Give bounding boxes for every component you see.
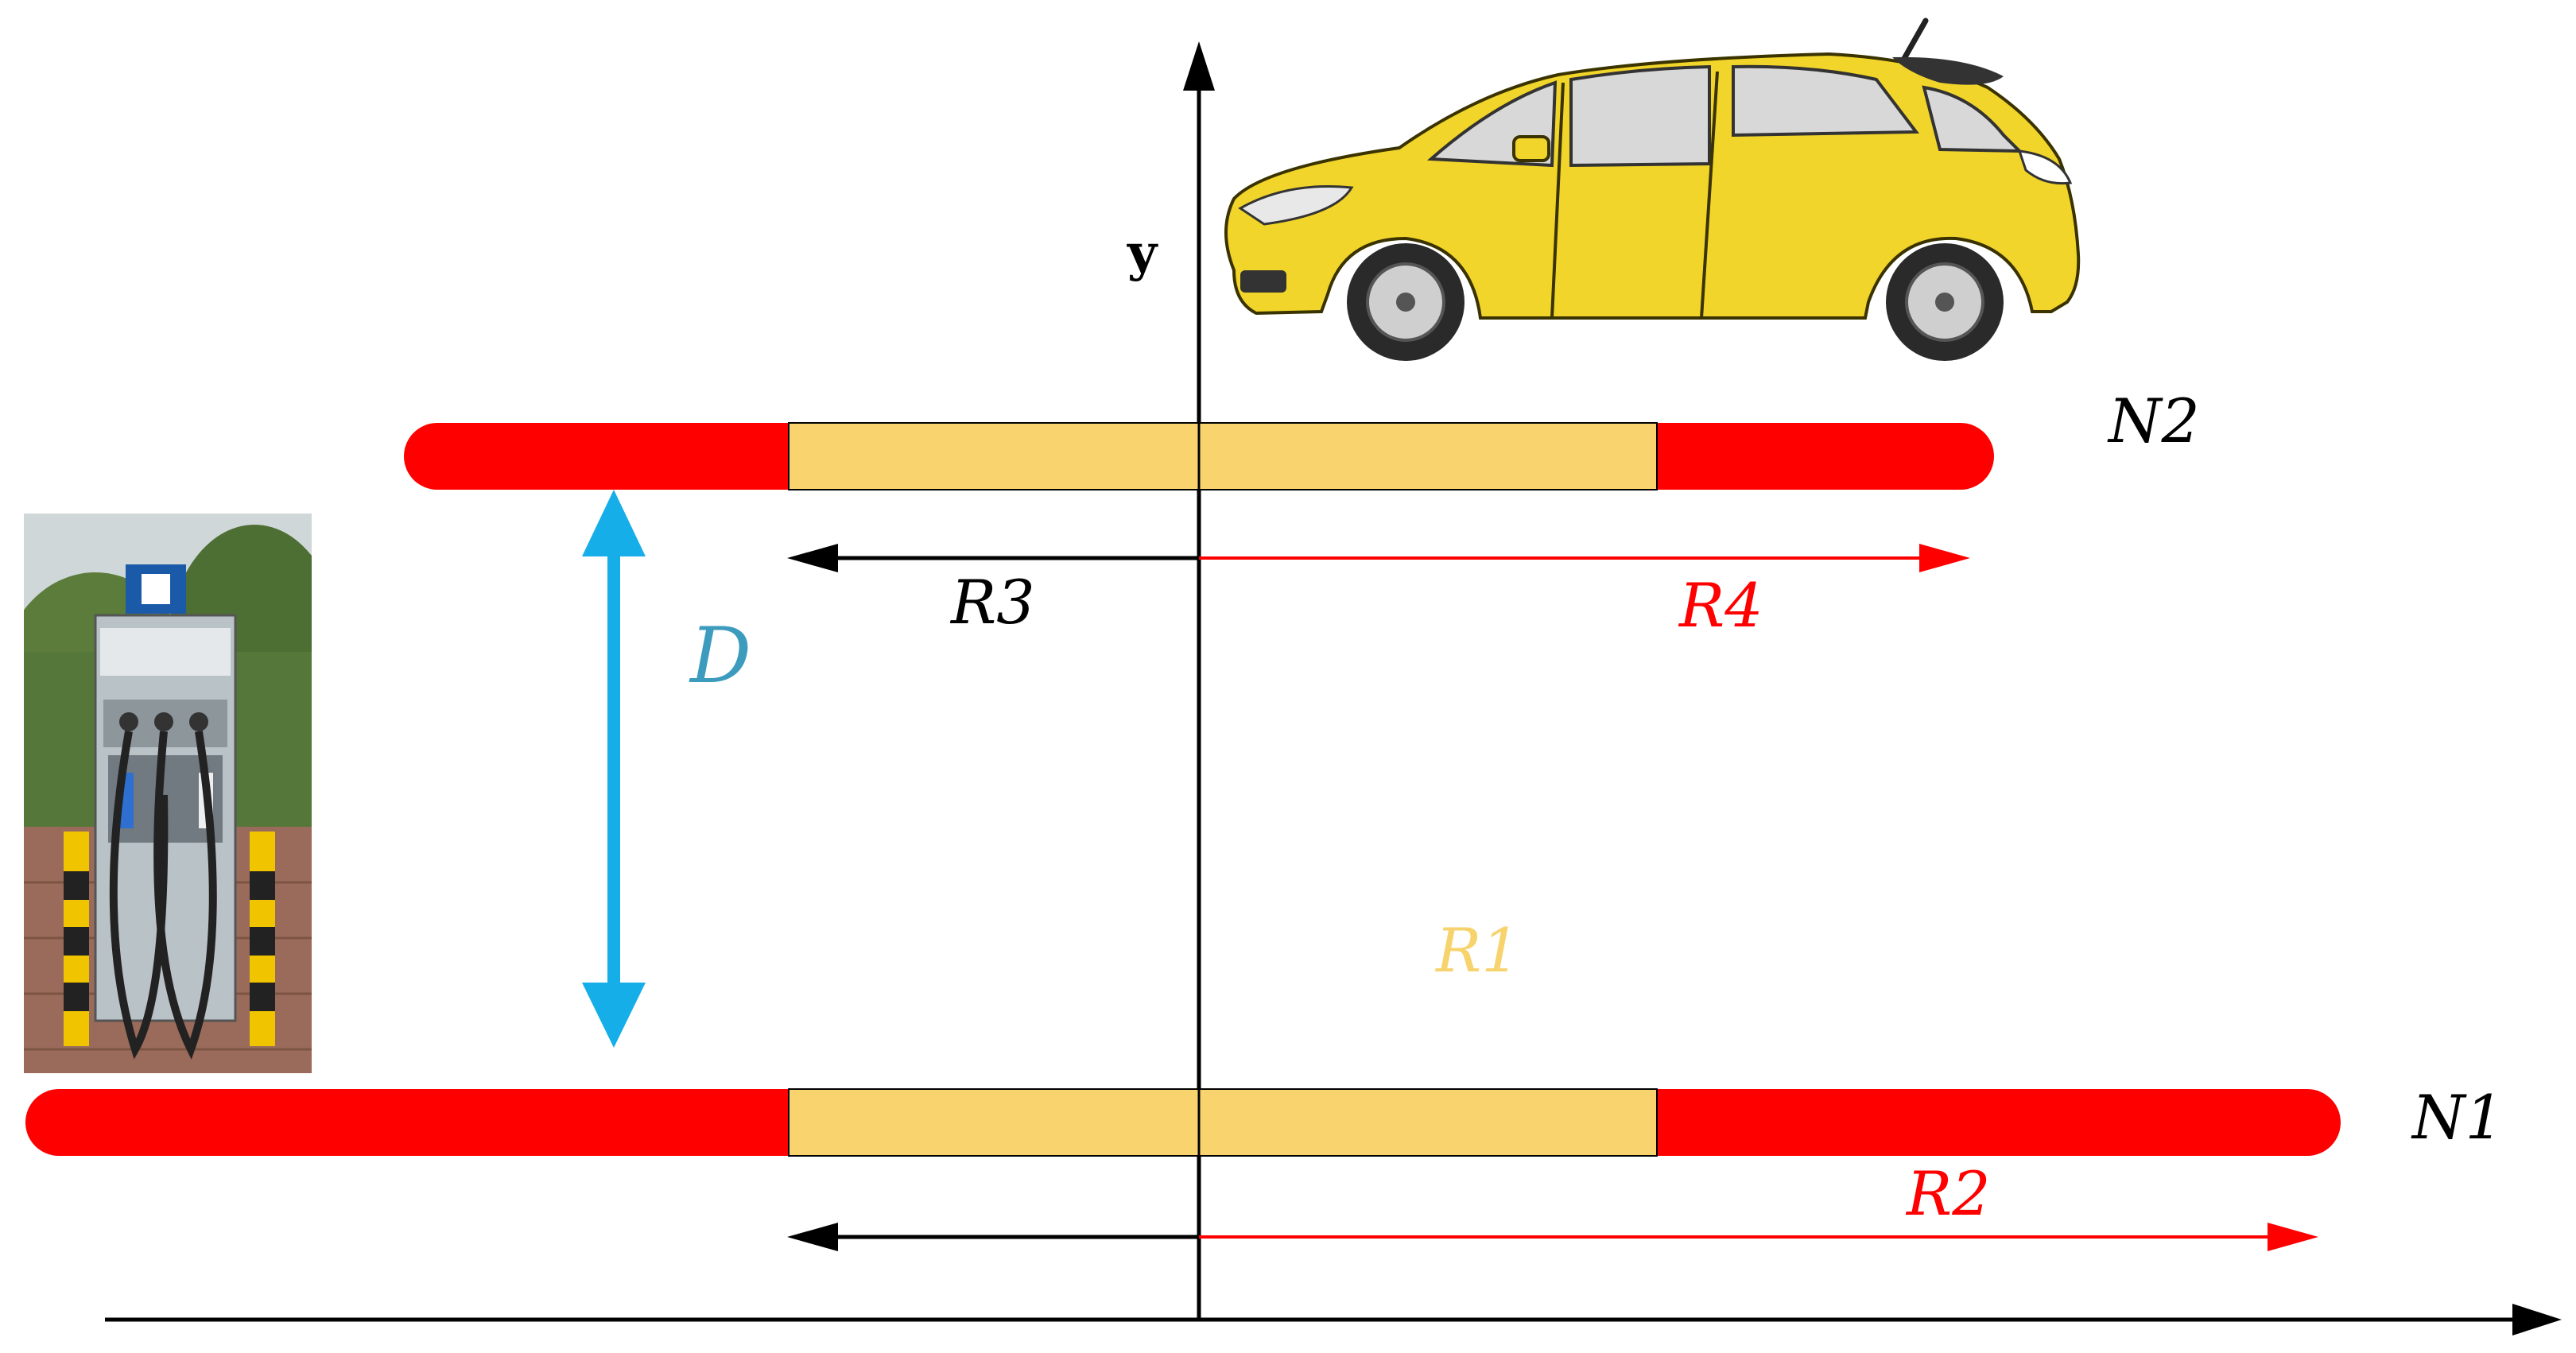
- bar-n1: [25, 1088, 2341, 1157]
- bollard-right: [250, 832, 275, 1046]
- label-r3: R3: [949, 567, 1035, 638]
- x-axis: [105, 1304, 2562, 1336]
- r3-arrow: [787, 544, 1199, 572]
- bollard-left: [64, 832, 89, 1046]
- label-n2: N2: [2107, 386, 2200, 456]
- r4-arrow: [1199, 544, 1970, 572]
- x-axis-arrowhead: [2512, 1304, 2562, 1336]
- y-axis-label: y: [1127, 223, 1158, 283]
- d-distance-arrow: [582, 490, 646, 1048]
- label-r4: R4: [1678, 570, 1763, 641]
- label-r1: R1: [1434, 915, 1520, 986]
- label-r2: R2: [1905, 1158, 1991, 1229]
- label-d: D: [689, 611, 751, 700]
- charging-station-icon: [24, 514, 312, 1073]
- bar-n2-gold: [788, 422, 1658, 490]
- r2-arrow: [1199, 1223, 2318, 1251]
- label-n1: N1: [2411, 1082, 2504, 1153]
- n1-left-arrow: [787, 1223, 1199, 1251]
- bar-n1-gold: [788, 1088, 1658, 1157]
- y-axis-arrowhead: [1183, 41, 1215, 91]
- car-icon: [1224, 17, 2081, 361]
